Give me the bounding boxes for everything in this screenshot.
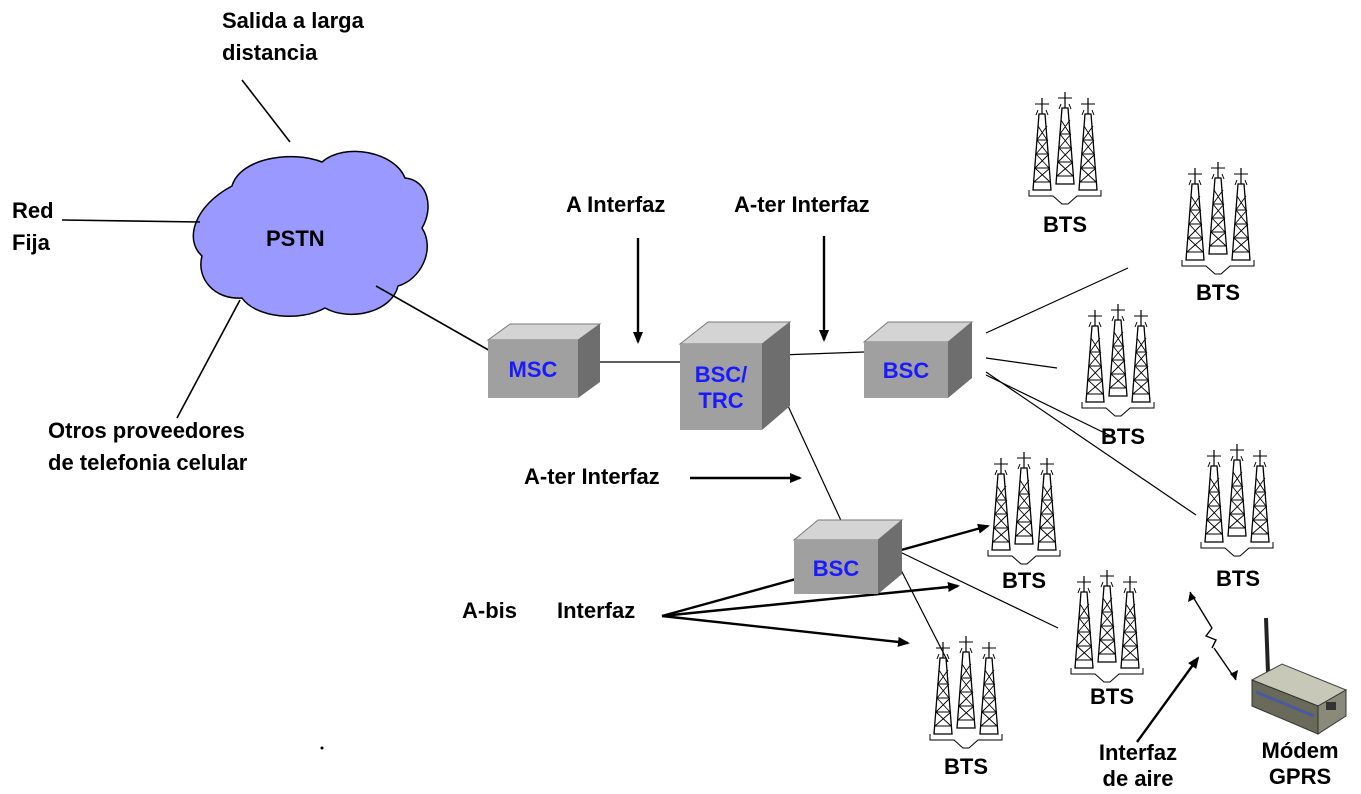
bts-tower-7 xyxy=(930,636,1002,748)
red-fija-label-line2: Fija xyxy=(12,230,50,255)
bsc-right-label: BSC xyxy=(882,358,930,383)
salida-label-line1: Salida a larga xyxy=(222,8,364,33)
gprs-modem-icon xyxy=(1250,617,1348,735)
msc-label: MSC xyxy=(508,357,558,382)
salida-label-line2: distancia xyxy=(222,40,318,65)
pstn-cloud xyxy=(192,150,429,318)
bsc-trc-label-line2: TRC xyxy=(698,388,744,413)
otros-label-line2: de telefonia celular xyxy=(48,450,248,475)
bts-label-1: BTS xyxy=(1043,212,1087,237)
otros-label-line1: Otros proveedores xyxy=(48,418,245,443)
bts-tower-6 xyxy=(1071,570,1143,682)
a-interfaz-label: A Interfaz xyxy=(566,192,666,217)
bts-label-6: BTS xyxy=(1090,684,1134,709)
bsc-bottom-node xyxy=(792,519,904,594)
a-bis-label: A-bis xyxy=(462,598,517,623)
line-bsctrc-bsc xyxy=(779,351,865,356)
bts-tower-3 xyxy=(1082,304,1154,416)
bts-label-2: BTS xyxy=(1196,280,1240,305)
interfaz-label: Interfaz xyxy=(557,598,636,623)
line-salida xyxy=(241,79,291,143)
bts-tower-2 xyxy=(1182,162,1254,274)
bts-label-5: BTS xyxy=(1002,568,1046,593)
bts-tower-1 xyxy=(1029,92,1101,204)
bts-label-3: BTS xyxy=(1101,424,1145,449)
bts-tower-4 xyxy=(1201,444,1273,556)
modem-label-line1: Módem xyxy=(1261,738,1339,763)
a-ter-interfaz-top-label: A-ter Interfaz xyxy=(734,192,870,217)
interfaz-aire-label-line1: Interfaz xyxy=(1098,740,1178,765)
line-red-fija xyxy=(61,219,201,223)
bsc-trc-label-line1: BSC/ xyxy=(694,362,748,387)
red-fija-label-line1: Red xyxy=(12,198,54,223)
bts-label-7: BTS xyxy=(944,754,988,779)
interfaz-aire-label-line2: de aire xyxy=(1102,766,1174,791)
line-pstn-msc xyxy=(375,285,493,353)
bsc-bottom-label: BSC xyxy=(812,556,860,581)
a-ter-interfaz-mid-label: A-ter Interfaz xyxy=(524,464,660,489)
line-otros xyxy=(176,299,241,419)
msc-node xyxy=(486,323,602,398)
bsc-trc-node xyxy=(678,321,792,430)
pstn-label: PSTN xyxy=(266,226,325,251)
bts-label-4: BTS xyxy=(1216,566,1260,591)
bsc-right-node xyxy=(862,321,974,398)
bts-tower-5 xyxy=(988,452,1060,564)
modem-label-line2: GPRS xyxy=(1268,764,1332,789)
